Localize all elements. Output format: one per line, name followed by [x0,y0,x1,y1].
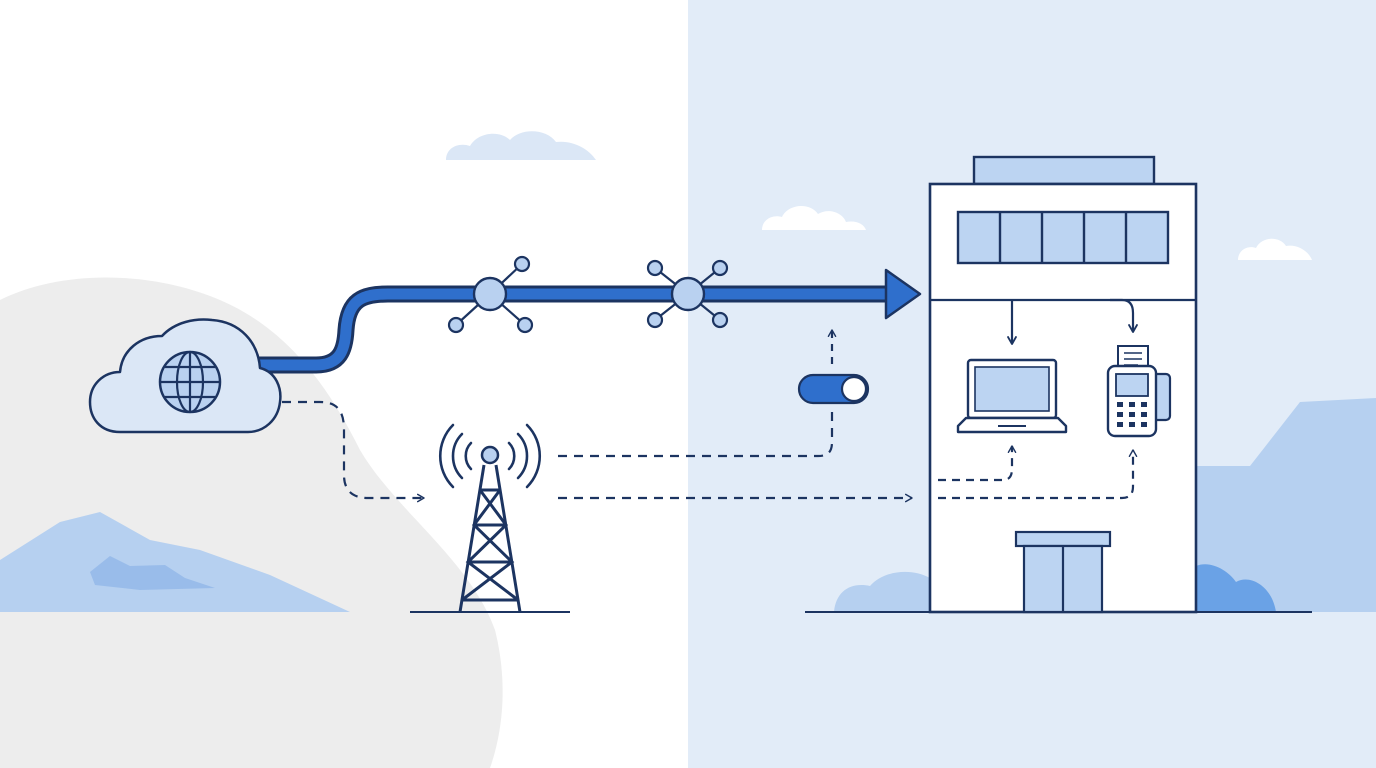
sky-cloud-1 [446,131,596,160]
dashed-arrow-to-terminal [938,449,1138,500]
main-flow-arrow [254,268,922,374]
bush-left-of-building [834,571,930,612]
hub-node-icon [447,255,534,334]
sky-cloud-3 [1238,238,1312,260]
cell-tower-icon [439,423,541,613]
dashed-arrow-cloud-to-tower [282,400,425,503]
mountain-left-shade [90,556,215,590]
toggle-switch-icon [797,373,870,405]
card-payment-terminal-icon [1106,345,1172,438]
arrow-roof-to-terminal [1110,298,1138,333]
sky-cloud-2 [762,206,866,230]
hub-node-icon [646,259,729,329]
dashed-arrow-tower-to-switch [558,410,834,458]
laptop-icon [956,358,1068,434]
bush-right [1196,564,1276,612]
cloud-globe-icon [88,318,282,434]
mountain-left [0,512,350,612]
mountain-right [1196,398,1376,612]
dashed-arrow-to-laptop [938,445,1017,482]
